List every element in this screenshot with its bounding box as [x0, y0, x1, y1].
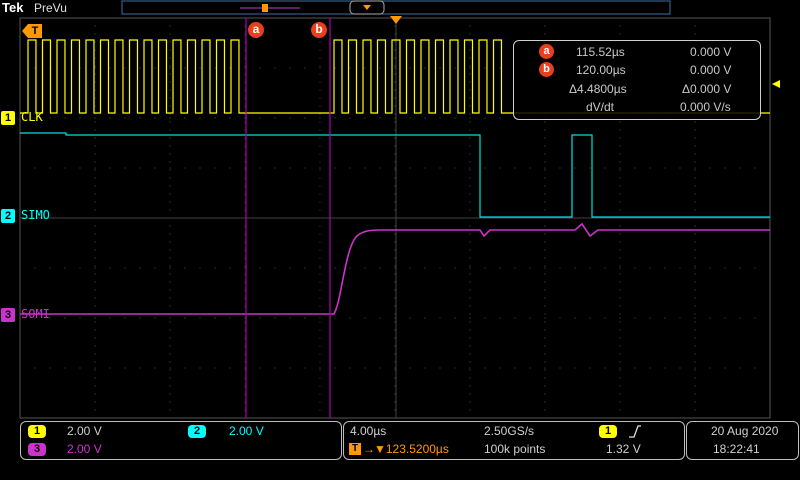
trigger-arrow-icon: →	[363, 442, 375, 456]
waveform-display[interactable]	[0, 0, 800, 420]
waveform-traces	[20, 39, 770, 315]
acquisition-mode: PreVu	[34, 1, 67, 15]
horizontal-position: ▼123.5200µs	[374, 442, 449, 456]
time: 18:22:41	[713, 442, 760, 456]
cursor-b-time: 120.00µs	[576, 63, 626, 77]
trigger-level-arrow[interactable]	[772, 80, 780, 88]
channel-2-label: SIMO	[21, 208, 50, 222]
rising-edge-icon	[629, 425, 641, 438]
cursor-b-value: 0.000 V	[690, 63, 732, 77]
channel-scale-panel[interactable]: 1 2.00 V 2 2.00 V 3 2.00 V	[20, 421, 342, 460]
record-overview-bar[interactable]	[121, 0, 671, 15]
readout-b-tag: b	[539, 62, 554, 77]
overview-trigger-marker	[262, 4, 268, 12]
horizontal-position-marker[interactable]	[390, 16, 402, 24]
cursor-a-time: 115.52µs	[576, 45, 625, 59]
brand-logo: Tek	[2, 0, 24, 15]
ch3-scale-badge: 3	[28, 443, 46, 456]
ch2-simo-trace	[20, 132, 770, 218]
channel-3-label: SOMI	[21, 307, 50, 321]
record-length: 100k points	[484, 442, 546, 456]
trigger-point-marker[interactable]: T	[22, 24, 44, 38]
channel-1-label: CLK	[21, 110, 43, 124]
cursor-a-value: 0.000 V	[690, 45, 732, 59]
trigger-source-badge: 1	[599, 425, 617, 438]
cursor-delta-value: Δ0.000 V	[682, 82, 732, 96]
cursor-delta-time: Δ4.4800µs	[569, 82, 627, 96]
ch3-somi-trace	[20, 222, 770, 315]
ch1-clock-trace	[20, 39, 770, 114]
record-view-window[interactable]	[349, 0, 385, 15]
horizontal-scale: 4.00µs	[350, 424, 387, 438]
cursor-a-tag[interactable]: a	[248, 22, 264, 38]
ch1-scale: 2.00 V	[67, 424, 102, 438]
datetime-panel[interactable]: 20 Aug 2020 18:22:41	[686, 421, 799, 460]
channel-3-badge[interactable]: 3	[1, 308, 15, 322]
channel-2-badge[interactable]: 2	[1, 209, 15, 223]
date: 20 Aug 2020	[711, 424, 779, 438]
ch1-scale-badge: 1	[28, 425, 46, 438]
overview-position-marker	[363, 5, 371, 10]
ch3-scale: 2.00 V	[67, 442, 102, 456]
dvdt-value: 0.000 V/s	[680, 100, 731, 114]
ch2-scale-badge: 2	[188, 425, 206, 438]
channel-1-badge[interactable]: 1	[1, 111, 15, 125]
timebase-trigger-panel[interactable]: 4.00µs T → ▼123.5200µs 2.50GS/s 100k poi…	[343, 421, 685, 460]
trigger-position-icon: T	[349, 443, 361, 455]
readout-a-tag: a	[539, 44, 554, 59]
ch2-scale: 2.00 V	[229, 424, 264, 438]
dvdt-label: dV/dt	[586, 100, 615, 114]
trigger-level: 1.32 V	[606, 442, 641, 456]
cursor-b-tag[interactable]: b	[311, 22, 327, 38]
cursor-readout-panel[interactable]: a 115.52µs 0.000 V b 120.00µs 0.000 V Δ4…	[513, 40, 761, 120]
trigger-marker-label: T	[28, 24, 42, 38]
sample-rate: 2.50GS/s	[484, 424, 535, 438]
